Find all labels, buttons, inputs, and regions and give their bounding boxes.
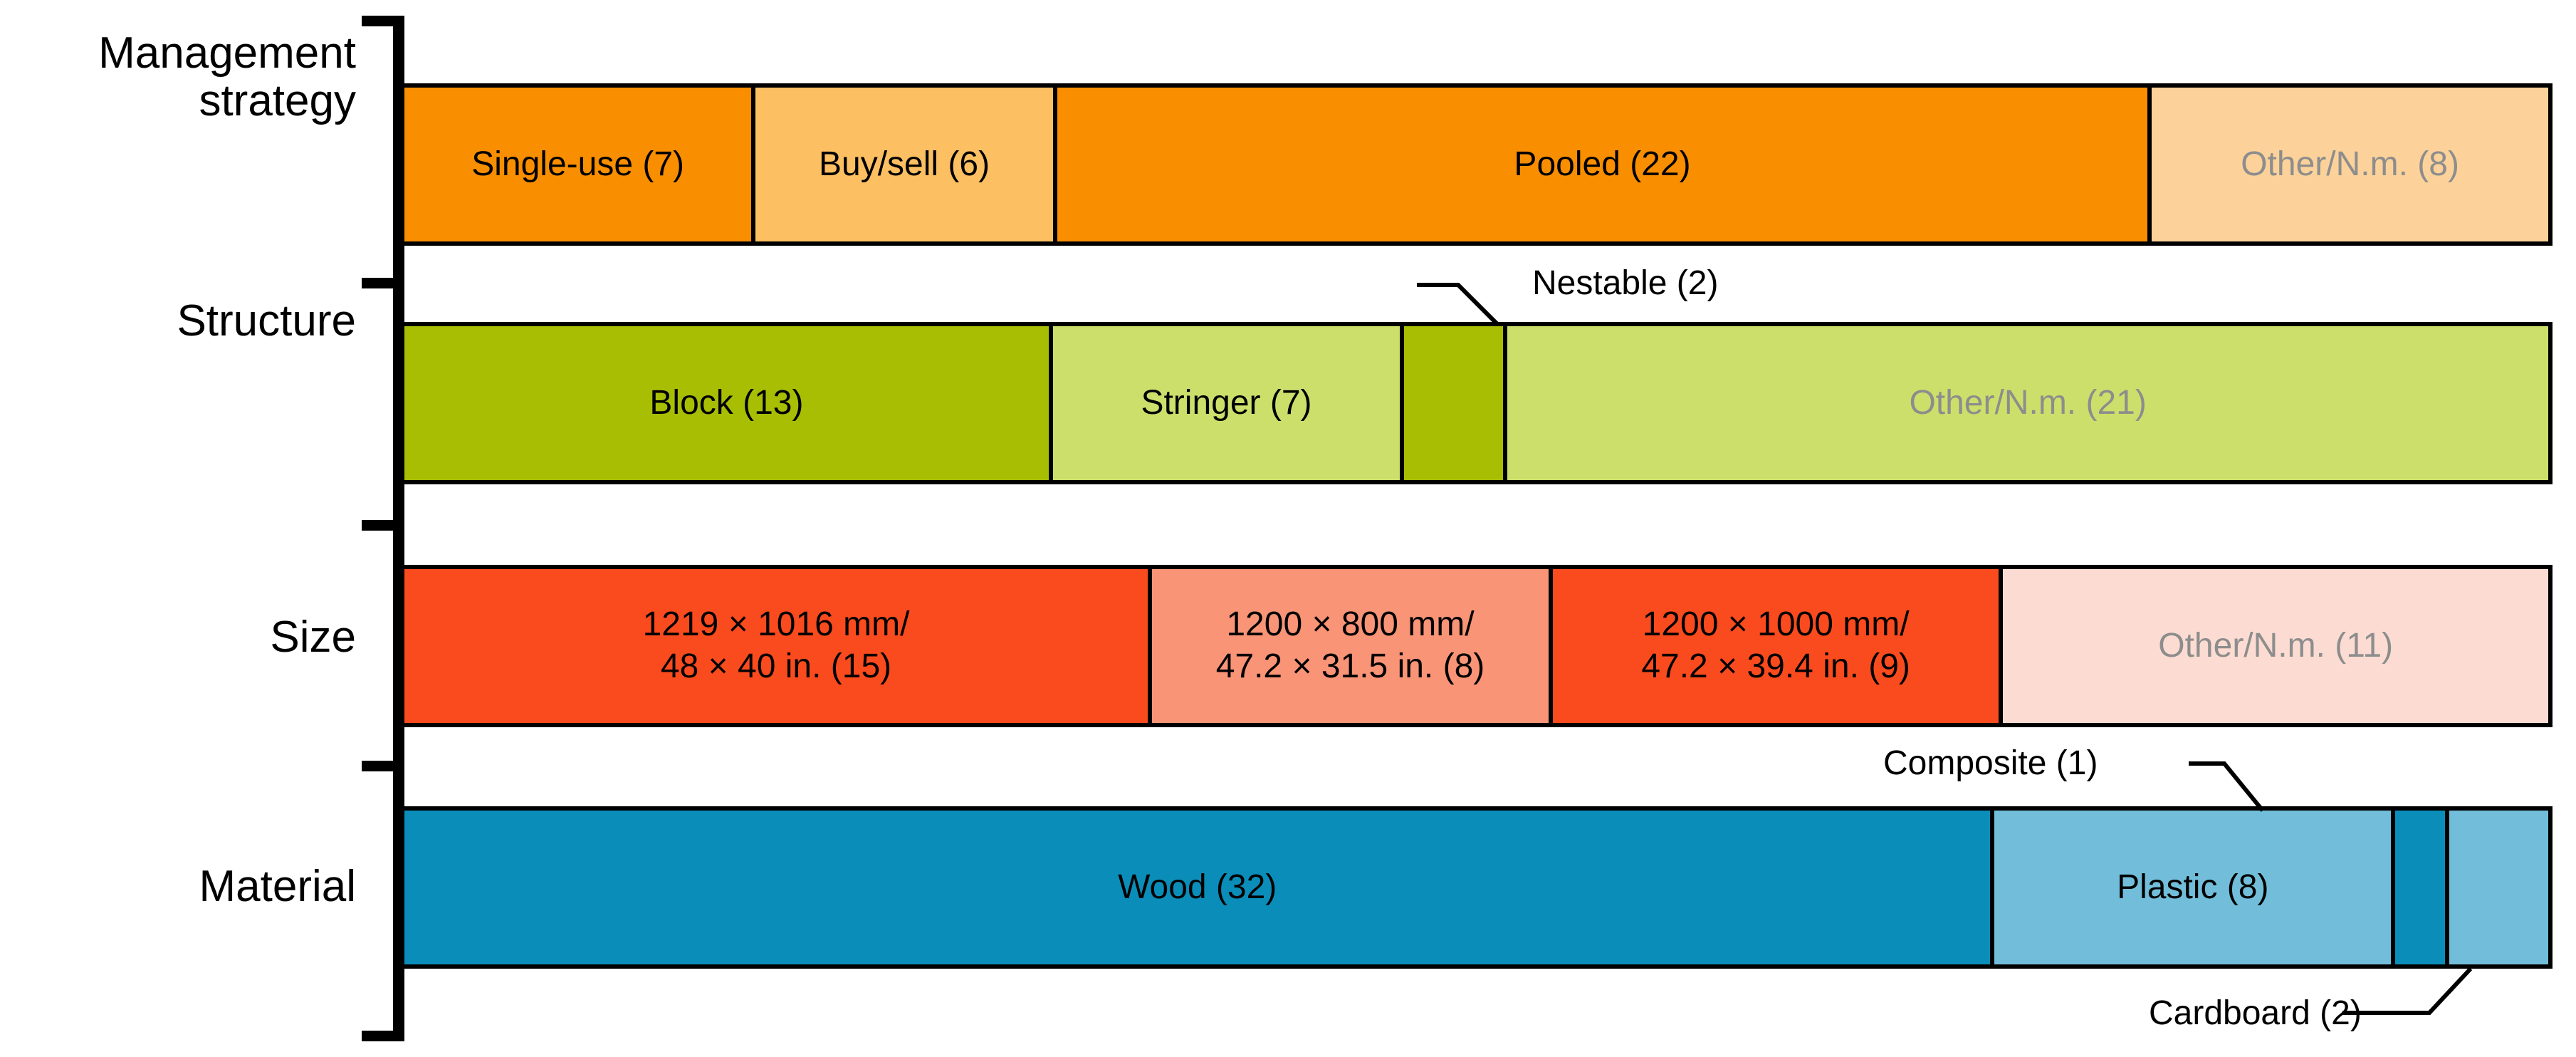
bar-segment-label-size-1219x1016: 1219 × 1016 mm/ 48 × 40 in. (15): [642, 605, 910, 685]
bar-segment-label-other-structure: Other/N.m. (21): [1909, 383, 2147, 422]
y-axis-tick-3: [362, 761, 404, 771]
bar-segment-label-plastic: Plastic (8): [2117, 868, 2269, 906]
bar-segment-label-stringer: Stringer (7): [1141, 383, 1312, 422]
y-axis-tick-bottom: [362, 1031, 404, 1041]
bar-segment-other-size[interactable]: Other/N.m. (11): [2003, 569, 2548, 723]
bar-segment-label-single-use: Single-use (7): [471, 145, 685, 183]
bar-segment-other-structure[interactable]: Other/N.m. (21): [1507, 326, 2548, 480]
bar-segment-label-pooled: Pooled (22): [1514, 145, 1691, 183]
category-label-management-strategy: Management strategy: [98, 28, 356, 125]
bar-segment-label-other-management: Other/N.m. (8): [2241, 145, 2459, 183]
bar-segment-size-1219x1016[interactable]: 1219 × 1016 mm/ 48 × 40 in. (15): [404, 569, 1153, 723]
bar-segment-label-size-1200x800: 1200 × 800 mm/ 47.2 × 31.5 in. (8): [1215, 605, 1485, 685]
y-axis-tick-2: [362, 520, 404, 531]
bar-segment-composite[interactable]: [2395, 811, 2449, 964]
y-axis-tick-1: [362, 278, 404, 288]
composite-callout-label: Composite (1): [1883, 744, 2098, 782]
bar-segment-buy-sell[interactable]: Buy/sell (6): [755, 88, 1057, 241]
bar-segment-stringer[interactable]: Stringer (7): [1052, 326, 1405, 480]
stacked-bar-management-strategy: Single-use (7) Buy/sell (6) Pooled (22) …: [400, 83, 2553, 246]
stacked-bar-structure: Block (13) Stringer (7) Other/N.m. (21): [400, 322, 2553, 484]
bar-segment-cardboard[interactable]: [2449, 811, 2548, 964]
bar-segment-label-block: Block (13): [649, 383, 804, 422]
stacked-bar-material: Wood (32) Plastic (8): [400, 806, 2553, 969]
bar-segment-pooled[interactable]: Pooled (22): [1057, 88, 2152, 241]
cardboard-callout-leader-line: [2342, 967, 2473, 1015]
bar-segment-wood[interactable]: Wood (32): [404, 811, 1995, 964]
bar-segment-nestable[interactable]: [1404, 326, 1508, 480]
bar-segment-other-management[interactable]: Other/N.m. (8): [2152, 88, 2548, 241]
bar-segment-block[interactable]: Block (13): [404, 326, 1053, 480]
bar-segment-label-buy-sell: Buy/sell (6): [819, 145, 990, 183]
category-label-size: Size: [270, 613, 356, 662]
nestable-callout-label: Nestable (2): [1532, 264, 1719, 302]
stacked-bar-size: 1219 × 1016 mm/ 48 × 40 in. (15) 1200 × …: [400, 565, 2553, 727]
cardboard-callout-label: Cardboard (2): [2149, 994, 2362, 1032]
bar-segment-size-1200x800[interactable]: 1200 × 800 mm/ 47.2 × 31.5 in. (8): [1152, 569, 1553, 723]
bar-segment-size-1200x1000[interactable]: 1200 × 1000 mm/ 47.2 × 39.4 in. (9): [1552, 569, 2004, 723]
category-label-material: Material: [199, 862, 356, 911]
bar-segment-label-wood: Wood (32): [1118, 868, 1277, 906]
y-axis-tick-top: [362, 16, 404, 26]
bar-segment-single-use[interactable]: Single-use (7): [404, 88, 756, 241]
bar-segment-label-size-1200x1000: 1200 × 1000 mm/ 47.2 × 39.4 in. (9): [1641, 605, 1910, 685]
bar-segment-label-other-size: Other/N.m. (11): [2158, 626, 2394, 665]
category-label-structure: Structure: [177, 296, 356, 345]
bar-segment-plastic[interactable]: Plastic (8): [1994, 811, 2396, 964]
